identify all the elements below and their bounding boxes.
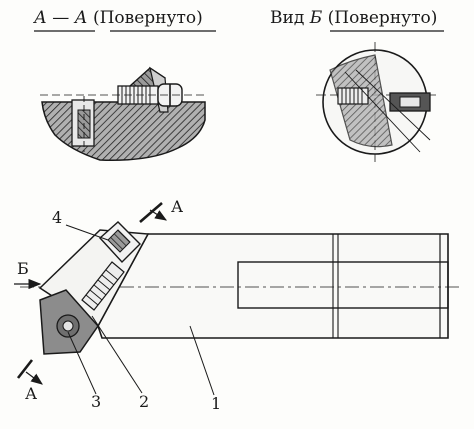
annotation-lines: [14, 30, 444, 396]
part-number-2: 2: [139, 392, 150, 411]
tool-holder-main-view: [20, 221, 460, 355]
section-mark-bottom-label: А: [25, 384, 38, 403]
section-title: А — А (Повернуто): [34, 8, 203, 28]
part-number-1: 1: [211, 394, 222, 413]
view-b-detail: [316, 42, 436, 162]
view-title-letter: Б: [309, 8, 323, 28]
view-arrow-label: Б: [17, 259, 29, 278]
part-number-4: 4: [52, 208, 63, 227]
section-title-note: (Повернуто): [92, 8, 203, 28]
view-title-note: (Повернуто): [327, 8, 438, 28]
part-number-3: 3: [91, 392, 102, 411]
view-title: Вид Б (Повернуто): [270, 8, 437, 28]
section-mark-top-label: А: [171, 197, 184, 216]
section-a-a-view: [40, 66, 206, 161]
section-title-letters: А — А: [34, 8, 88, 28]
view-title-word: Вид: [270, 8, 305, 28]
